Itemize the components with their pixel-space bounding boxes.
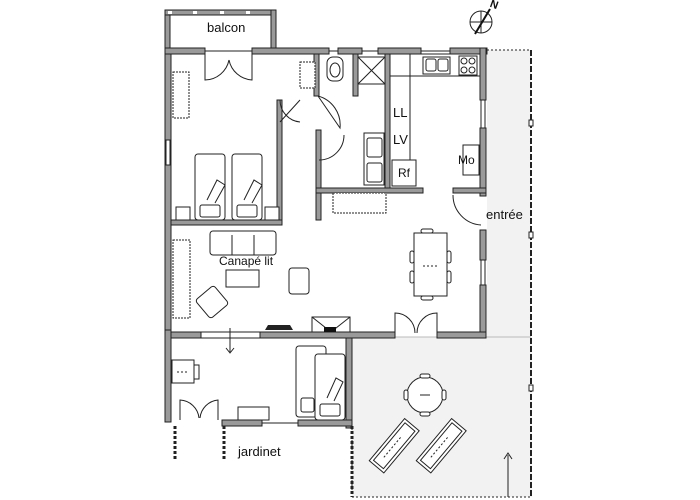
terrace-furniture — [368, 373, 513, 497]
bedroom-1-furniture — [172, 61, 316, 221]
washing-machine-label: LV — [393, 132, 408, 147]
compass-icon — [469, 8, 493, 35]
microwave-label: Mo — [458, 153, 475, 167]
entrance-terrace — [487, 50, 531, 337]
bathroom-fixtures — [326, 56, 386, 186]
fence — [173, 426, 354, 497]
fridge-label: Rf — [398, 166, 410, 180]
doors — [179, 54, 482, 420]
kitchen-fixtures — [332, 53, 481, 214]
living-furniture — [172, 228, 452, 333]
dishwasher-label: LL — [393, 105, 408, 120]
sofa-bed-label: Canapé lit — [219, 254, 274, 268]
balcony-posts — [168, 11, 250, 14]
balcony-label: balcon — [207, 20, 246, 35]
terrace — [352, 337, 532, 497]
entrance-label: entrée — [486, 207, 523, 222]
bedroom-2-furniture — [171, 345, 346, 421]
small-garden-label: jardinet — [238, 444, 281, 459]
